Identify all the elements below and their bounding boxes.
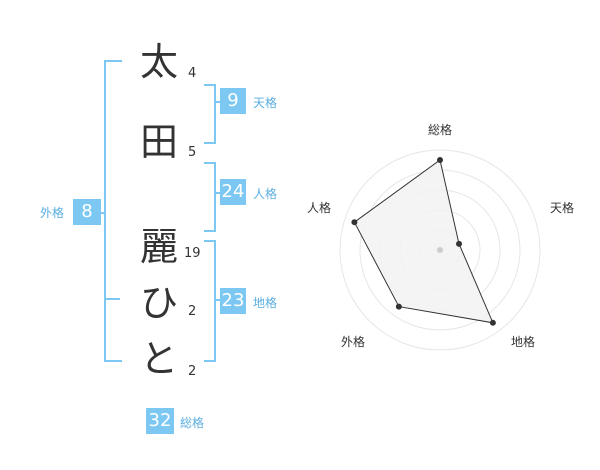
radar-value-polygon — [353, 159, 494, 324]
stroke-count-5: 2 — [188, 364, 197, 379]
gaikaku-bracket-connector — [96, 212, 106, 214]
radar-point-2 — [456, 240, 463, 247]
tenkaku-connector — [214, 101, 220, 103]
jinkaku-bracket — [204, 162, 216, 232]
radar-axis-label-tenkaku: 天格 — [550, 201, 575, 215]
gaikaku-bracket-mid-tick — [104, 298, 120, 300]
radar-point-5 — [351, 219, 358, 226]
name-char-3: 麗 — [139, 225, 178, 269]
chikaku-label: 地格 — [253, 296, 278, 310]
tenkaku-label: 天格 — [253, 96, 278, 110]
soukaku-label: 総格 — [180, 416, 205, 430]
name-char-5: と — [139, 337, 178, 381]
tenkaku-value-badge: 9 — [220, 88, 246, 114]
radar-axis-label-chikaku: 地格 — [511, 335, 536, 349]
name-char-4: ひ — [139, 281, 178, 325]
radar-axis-label-gaikaku: 外格 — [341, 335, 366, 349]
chikaku-value-badge: 23 — [220, 288, 246, 314]
stroke-count-3: 19 — [184, 246, 201, 261]
gaikaku-value-badge: 8 — [73, 199, 101, 225]
gaikaku-bracket — [104, 60, 122, 362]
tenkaku-bracket — [204, 84, 216, 144]
jinkaku-label: 人格 — [253, 187, 278, 201]
radar-point-4 — [395, 303, 402, 310]
stroke-count-1: 4 — [188, 66, 197, 81]
gaikaku-label: 外格 — [40, 206, 65, 220]
name-char-1: 太 — [139, 40, 178, 84]
chikaku-bracket — [204, 240, 216, 362]
name-char-2: 田 — [139, 120, 178, 164]
jinkaku-value-badge: 24 — [220, 179, 246, 205]
radar-grid-ring — [339, 149, 541, 351]
soukaku-value-badge: 32 — [146, 408, 174, 434]
stroke-count-4: 2 — [188, 304, 197, 319]
jinkaku-connector — [214, 192, 220, 194]
radar-center-dot — [437, 247, 443, 253]
radar-point-3 — [489, 319, 496, 326]
radar-point-1 — [437, 157, 443, 163]
radar-axis-label-soukaku: 総格 — [428, 123, 453, 137]
chikaku-connector — [214, 299, 220, 301]
radar-axis-label-jinkaku: 人格 — [307, 201, 332, 215]
stroke-count-2: 5 — [188, 145, 197, 160]
